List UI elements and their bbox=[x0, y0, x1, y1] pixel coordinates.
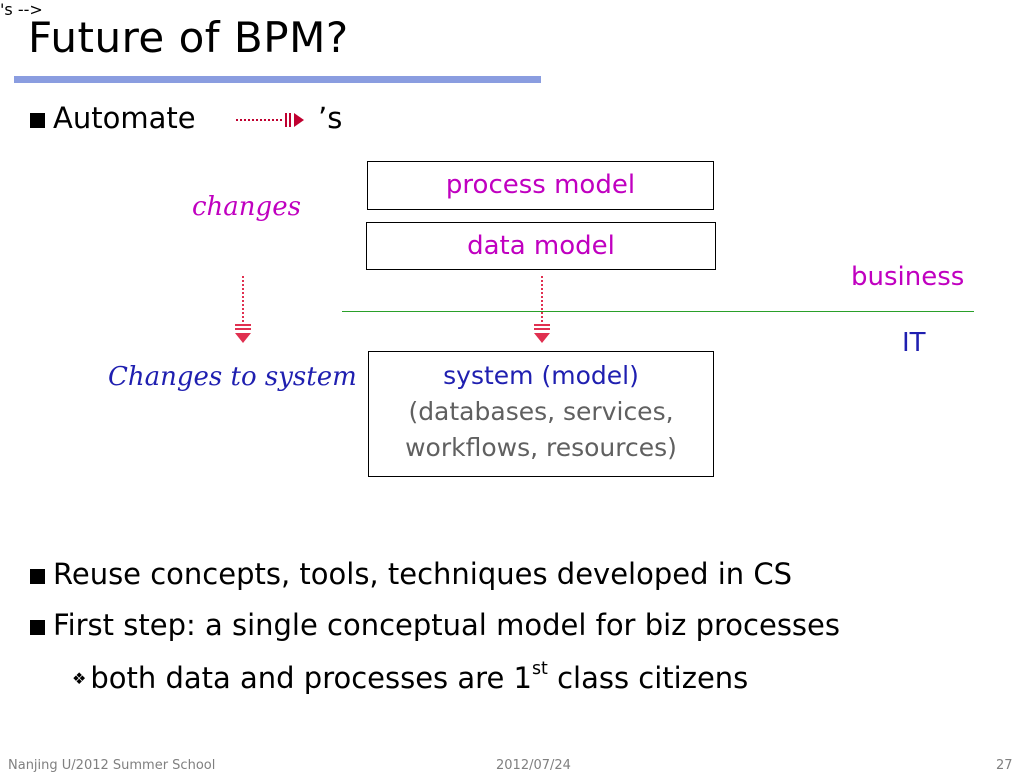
diamond-bullet-icon: ❖ bbox=[72, 669, 87, 688]
system-model-box: system (model) (databases, services, wor… bbox=[368, 351, 714, 477]
bullet-automate: Automate bbox=[30, 100, 196, 136]
business-it-divider bbox=[342, 311, 974, 312]
system-detail-line2: workflows, resources) bbox=[405, 433, 677, 462]
sub-bullet-citizens: ❖both data and processes are 1st class c… bbox=[72, 660, 748, 697]
square-bullet-icon bbox=[30, 113, 45, 128]
changes-label: changes bbox=[192, 192, 301, 222]
changes-to-system-label: Changes to system bbox=[108, 362, 357, 392]
right-down-arrow-icon bbox=[534, 276, 550, 343]
title-underline bbox=[14, 76, 541, 83]
system-model-label: system (model) bbox=[443, 361, 639, 390]
left-down-arrow-icon bbox=[235, 276, 251, 343]
automate-suffix: ’s bbox=[318, 101, 343, 135]
square-bullet-icon bbox=[30, 620, 45, 635]
sub-bullet-post: class citizens bbox=[547, 661, 749, 695]
dashed-right-arrow-icon bbox=[236, 113, 304, 127]
footer-left: Nanjing U/2012 Summer School bbox=[8, 758, 216, 773]
process-model-box: process model bbox=[367, 161, 714, 210]
bullet-reuse-text: Reuse concepts, tools, techniques develo… bbox=[53, 557, 793, 591]
page-number: 27 bbox=[996, 758, 1013, 773]
sub-bullet-pre: both data and processes are 1 bbox=[90, 661, 532, 695]
bullet-reuse: Reuse concepts, tools, techniques develo… bbox=[30, 556, 792, 592]
business-label: business bbox=[851, 262, 965, 292]
process-model-label: process model bbox=[445, 170, 636, 200]
slide-title: Future of BPM? bbox=[28, 13, 349, 62]
bullet-first-step-text: First step: a single conceptual model fo… bbox=[53, 608, 840, 642]
system-detail-line1: (databases, services, bbox=[408, 397, 674, 426]
it-label: IT bbox=[902, 328, 926, 358]
data-model-box: data model bbox=[366, 222, 716, 270]
sub-bullet-sup: st bbox=[531, 659, 548, 680]
bullet-first-step: First step: a single conceptual model fo… bbox=[30, 607, 840, 643]
square-bullet-icon bbox=[30, 569, 45, 584]
data-model-label: data model bbox=[467, 231, 615, 261]
automate-word: Automate bbox=[53, 101, 196, 135]
footer-date: 2012/07/24 bbox=[496, 758, 571, 773]
